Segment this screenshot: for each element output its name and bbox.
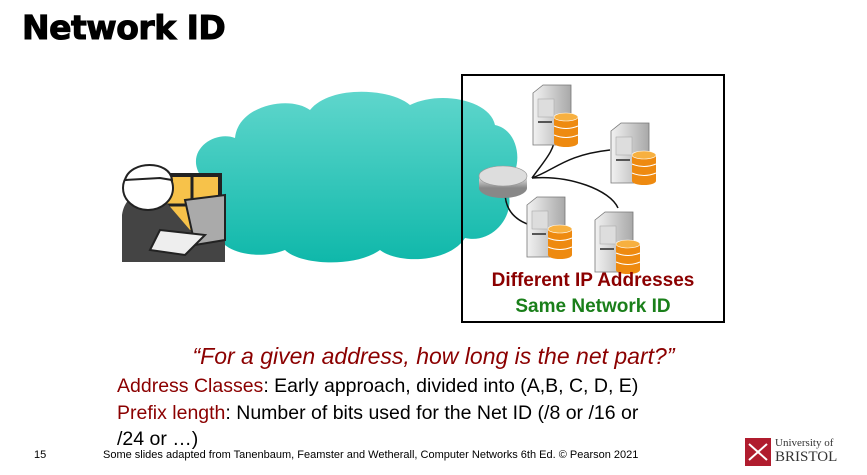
bullet-text: : Number of bits used for the Net ID (/8…	[225, 402, 639, 424]
bullet-text: : Early approach, divided into (A,B, C, …	[263, 375, 639, 397]
internet-cloud-icon	[191, 91, 518, 263]
page-number: 15	[34, 449, 47, 461]
footer-credit: Some slides adapted from Tanenbaum, Feam…	[103, 449, 639, 461]
same-network-label: Same Network ID	[515, 296, 671, 317]
logo-line1: University of	[775, 437, 834, 449]
bullet-continuation: /24 or …)	[117, 428, 199, 450]
router-icon	[478, 165, 528, 198]
logo-line2: BRISTOL	[775, 449, 838, 465]
different-ip-label: Different IP Addresses	[491, 270, 695, 291]
user-at-laptop-icon	[122, 164, 226, 262]
bullet-address-classes: Address Classes: Early approach, divided…	[117, 375, 638, 398]
question-text: “For a given address, how long is the ne…	[192, 343, 675, 369]
slide-title: Network ID	[21, 8, 226, 48]
bullet-prefix-length: Prefix length: Number of bits used for t…	[117, 402, 638, 425]
network-box	[461, 74, 725, 323]
bullet-term: Address Classes	[117, 375, 264, 397]
bullet-term: Prefix length	[117, 402, 226, 424]
